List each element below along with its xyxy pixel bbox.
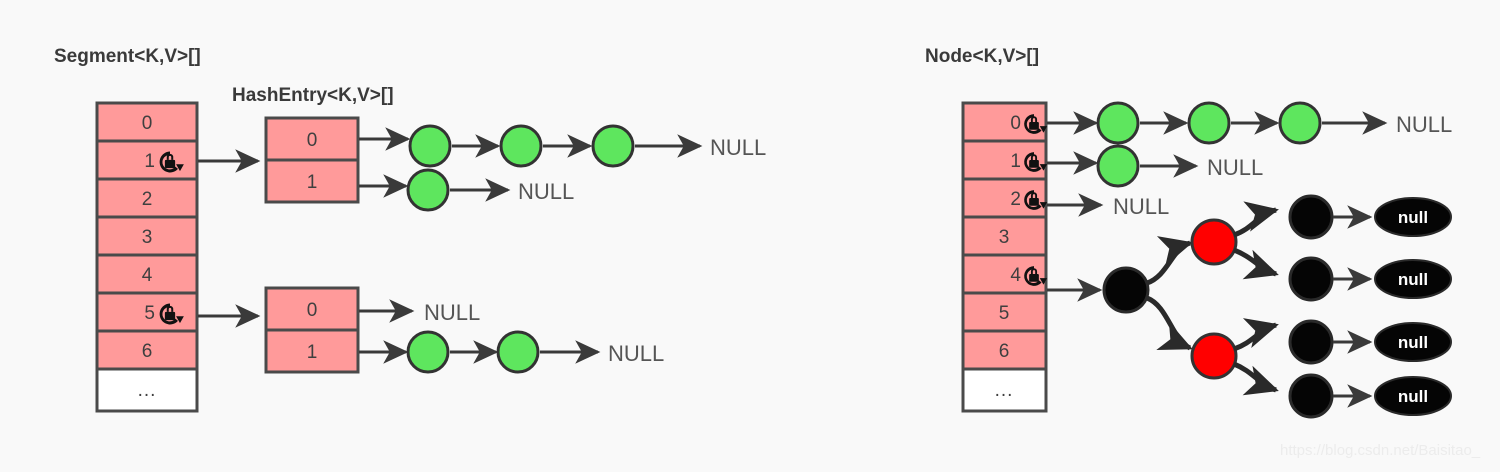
hashentry-table-b: 0 1 — [264, 286, 360, 374]
hashentry-row-label: 0 — [307, 130, 318, 151]
edge-tree-link — [1145, 236, 1193, 286]
watermark: https://blog.csdn.net/Baisitao_ — [1280, 442, 1481, 459]
node-cell-0[interactable]: 0 — [961, 101, 1048, 143]
segment-cell-label: 2 — [142, 189, 153, 210]
edge-tree-link — [1233, 318, 1279, 352]
green-node[interactable] — [406, 330, 450, 374]
segment-cell-label: 0 — [142, 113, 153, 134]
segment-cell-5[interactable]: 5 — [95, 291, 199, 333]
segment-cell-6[interactable]: 6 — [95, 329, 199, 371]
hashentry-table-a: 0 1 — [264, 116, 360, 204]
segment-cell-label: 6 — [142, 341, 153, 362]
node-bucket-1-chain: NULL — [1047, 144, 1263, 188]
hashentry-title: HashEntry<K,V>[] — [232, 85, 394, 106]
edge-tree-link — [1233, 201, 1279, 238]
node-cell-label: 0 — [1010, 113, 1021, 134]
null-label: NULL — [608, 341, 664, 366]
tree-leaf-black-node[interactable] — [1288, 373, 1334, 419]
node-cell-label: 2 — [1010, 189, 1021, 210]
null-label: NULL — [1396, 112, 1452, 137]
null-label: NULL — [1113, 194, 1169, 219]
tree-leaf-black-node[interactable] — [1288, 194, 1334, 240]
green-node[interactable] — [1096, 101, 1140, 145]
green-node[interactable] — [406, 168, 450, 212]
segment-cell-4[interactable]: 4 — [95, 253, 199, 295]
node-cell-3[interactable]: 3 — [961, 215, 1048, 257]
segment-cell-label: ... — [138, 380, 157, 401]
null-label: NULL — [1207, 155, 1263, 180]
edge-tree-link — [1233, 361, 1279, 396]
segment-title: Segment<K,V>[] — [54, 46, 201, 67]
green-node[interactable] — [496, 330, 540, 374]
node-cell-label: 6 — [999, 341, 1010, 362]
green-node[interactable] — [1096, 144, 1140, 188]
node-cell-label: 4 — [1010, 265, 1021, 286]
node-cell-2[interactable]: 2 — [961, 177, 1048, 219]
chain-a-row0: NULL — [359, 124, 766, 168]
segment-cell-0[interactable]: 0 — [95, 101, 199, 143]
null-label: NULL — [518, 179, 574, 204]
hashentry-row-label: 1 — [307, 342, 318, 363]
green-node[interactable] — [591, 124, 635, 168]
segment-cell-label: 1 — [144, 151, 155, 172]
hashentry-a-row-0[interactable]: 0 — [264, 116, 360, 162]
segment-cell-3[interactable]: 3 — [95, 215, 199, 257]
null-label: NULL — [710, 135, 766, 160]
null-node-label: null — [1398, 208, 1428, 227]
segment-cell-label: 5 — [144, 303, 155, 324]
node-cell-label: 3 — [999, 227, 1010, 248]
chain-a-row1: NULL — [359, 168, 574, 212]
node-array: 0 1 2 3 4 — [961, 101, 1048, 413]
segment-cell-label: 3 — [142, 227, 153, 248]
hashentry-row-label: 1 — [307, 172, 318, 193]
node-bucket-0-chain: NULL — [1047, 101, 1452, 145]
node-cell-ellipsis[interactable]: ... — [961, 367, 1048, 413]
null-node-label: null — [1398, 270, 1428, 289]
segment-cell-label: 4 — [142, 265, 153, 286]
node-cell-4[interactable]: 4 — [961, 253, 1048, 295]
tree-null-leaf[interactable]: null — [1374, 376, 1452, 416]
hashentry-a-row-1[interactable]: 1 — [264, 158, 360, 204]
node-bucket-4-tree: null null null null — [1047, 194, 1452, 419]
chain-b-row1: NULL — [359, 330, 664, 374]
hashentry-b-row-1[interactable]: 1 — [264, 328, 360, 374]
green-node[interactable] — [1187, 101, 1231, 145]
tree-leaf-black-node[interactable] — [1288, 256, 1334, 302]
node-cell-label: 5 — [999, 303, 1010, 324]
node-cell-6[interactable]: 6 — [961, 329, 1048, 371]
chain-b-row0: NULL — [359, 299, 480, 325]
tree-red-node[interactable] — [1190, 218, 1238, 266]
node-cell-1[interactable]: 1 — [961, 139, 1048, 181]
tree-leaf-black-node[interactable] — [1288, 319, 1334, 365]
tree-null-leaf[interactable]: null — [1374, 259, 1452, 299]
segment-array: 0 1 2 3 4 5 — [95, 101, 199, 413]
tree-null-leaf[interactable]: null — [1374, 197, 1452, 237]
node-bucket-2-chain: NULL — [1047, 193, 1169, 219]
null-label: NULL — [424, 300, 480, 325]
tree-null-leaf[interactable]: null — [1374, 322, 1452, 362]
tree-root-black-node[interactable] — [1102, 266, 1150, 314]
segment-cell-2[interactable]: 2 — [95, 177, 199, 219]
segment-cell-ellipsis[interactable]: ... — [95, 367, 199, 413]
node-cell-label: 1 — [1010, 151, 1021, 172]
segment-cell-1[interactable]: 1 — [95, 139, 199, 181]
green-node[interactable] — [499, 124, 543, 168]
green-node[interactable] — [1278, 101, 1322, 145]
green-node[interactable] — [408, 124, 452, 168]
edge-tree-link — [1145, 295, 1193, 351]
null-node-label: null — [1398, 387, 1428, 406]
node-cell-label: ... — [995, 380, 1014, 401]
hashentry-b-row-0[interactable]: 0 — [264, 286, 360, 332]
node-cell-5[interactable]: 5 — [961, 291, 1048, 333]
null-node-label: null — [1398, 333, 1428, 352]
hashentry-row-label: 0 — [307, 300, 318, 321]
tree-red-node[interactable] — [1190, 332, 1238, 380]
edge-tree-link — [1233, 247, 1279, 280]
node-title: Node<K,V>[] — [925, 46, 1039, 67]
